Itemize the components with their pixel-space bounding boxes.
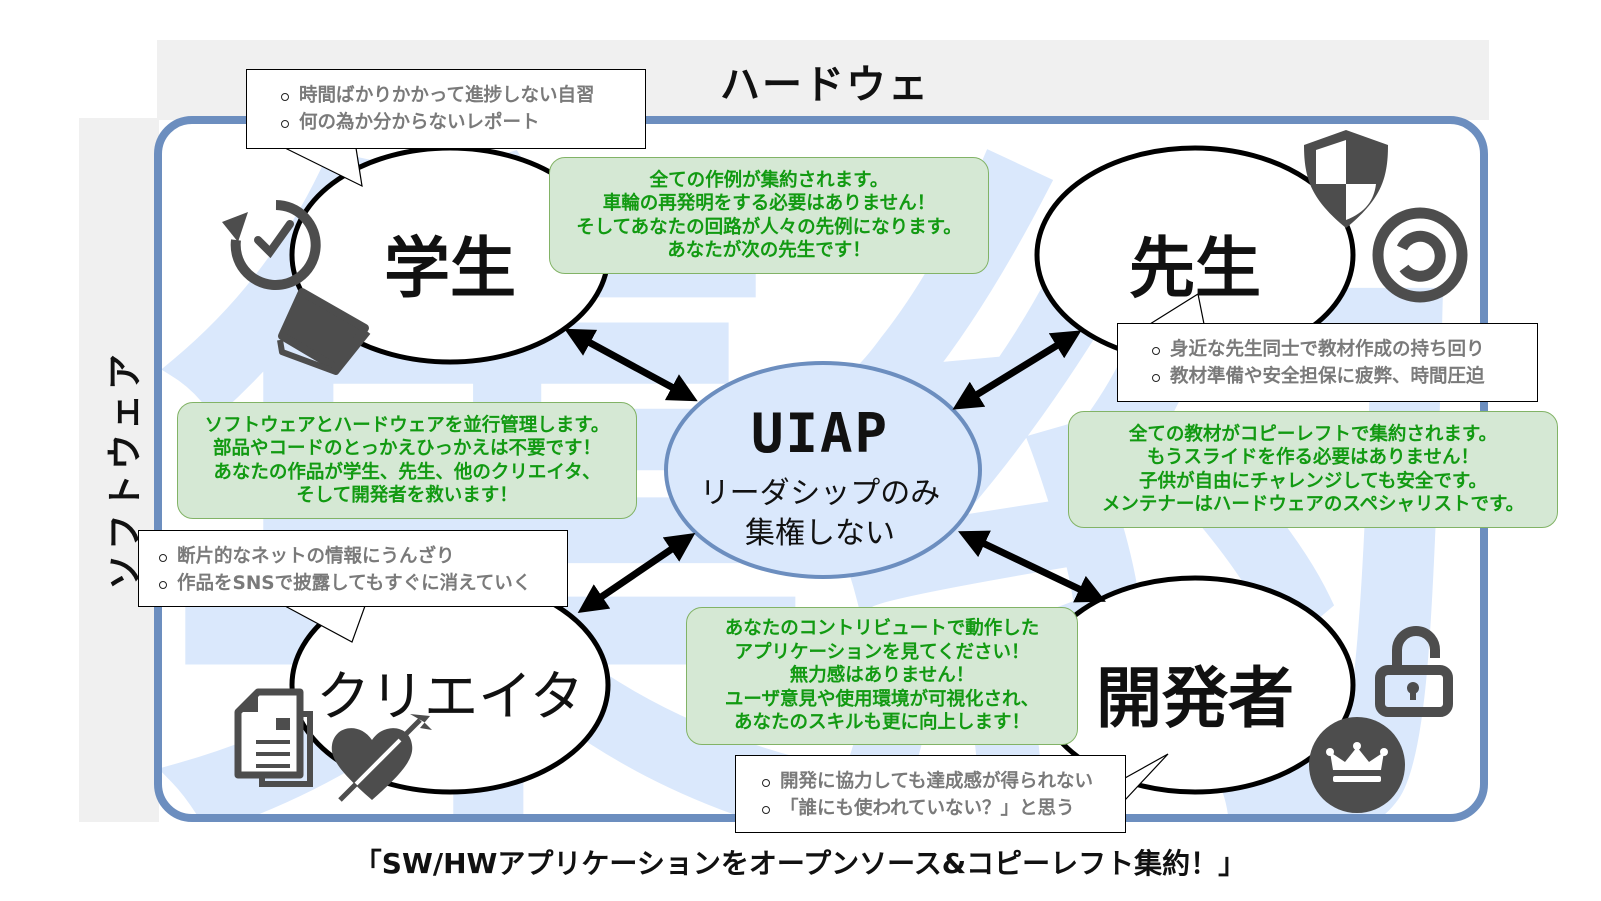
pain-item: 作品をSNSで披露してもすぐに消えていく xyxy=(155,570,567,597)
arrow-teacher-center xyxy=(952,330,1082,410)
role-label-developer: 開発者 xyxy=(1096,660,1294,737)
benefit-line: あなたの作品が学生、先生、他のクリエイタ、 xyxy=(213,461,601,483)
teacher-benefit-box: 全ての教材がコピーレフトで集約されます。 もうスライドを作る必要はありません！ … xyxy=(1068,411,1558,528)
software-axis-band xyxy=(79,118,159,822)
benefit-line: 部品やコードのとっかえひっかえは不要です！ xyxy=(213,438,601,459)
pain-item: 身近な先生同士で教材作成の持ち回り xyxy=(1148,336,1537,363)
student-pain-callout: 時間ばかりかかって進捗しない自習 何の為か分からないレポート xyxy=(246,69,646,149)
center-title: UIAP xyxy=(750,402,890,465)
center-subtitle-1: リーダシップのみ xyxy=(699,476,941,511)
pain-item: 何の為か分からないレポート xyxy=(277,109,645,136)
arrow-student-center xyxy=(564,328,698,402)
role-label-creator: クリエイタ xyxy=(316,665,584,728)
pain-item: 断片的なネットの情報にうんざり xyxy=(155,543,567,570)
benefit-line: あなたが次の先生です！ xyxy=(667,240,871,261)
arrow-creator-center xyxy=(577,533,696,613)
clock-refresh-icon xyxy=(222,200,321,290)
benefit-line: あなたのスキルも更に向上します！ xyxy=(733,712,1030,734)
center-subtitle-2: 集権しない xyxy=(745,516,895,551)
footer-slogan: 「SW/HWアプリケーションをオープンソース&コピーレフト集約！」 xyxy=(353,847,1247,880)
benefit-line: そしてあなたの回路が人々の先例になります。 xyxy=(576,216,962,238)
center-ellipse[interactable] xyxy=(664,361,982,579)
student-benefit-box: 全ての作例が集約されます。 車輪の再発明をする必要はありません！ そしてあなたの… xyxy=(549,157,989,274)
benefit-line: 全ての教材がコピーレフトで集約されます。 xyxy=(1128,423,1498,445)
benefit-line: あなたのコントリビュートで動作した xyxy=(724,618,1040,640)
pain-item: 「誰にも使われていない？」と思う xyxy=(758,795,1125,822)
creator-benefit-box: ソフトウェアとハードウェアを並行管理します。 部品やコードのとっかえひっかえは不… xyxy=(177,402,637,519)
benefit-line: 全ての作例が集約されます。 xyxy=(649,169,889,191)
documents-icon xyxy=(234,688,313,787)
benefit-line: 子供が自由にチャレンジしても安全です。 xyxy=(1139,470,1487,492)
shield-icon xyxy=(1304,130,1388,228)
benefit-line: メンテナーはハードウェアのスペシャリストです。 xyxy=(1101,494,1525,515)
benefit-line: ソフトウェアとハードウェアを並行管理します。 xyxy=(204,414,610,436)
benefit-line: そして開発者を救います！ xyxy=(296,485,518,506)
benefit-line: ユーザ意見や使用環境が可視化され、 xyxy=(724,688,1040,710)
pain-item: 開発に協力しても達成感が得られない xyxy=(758,768,1125,795)
heart-arrow-icon xyxy=(331,714,432,802)
role-label-student: 学生 xyxy=(384,230,516,307)
benefit-line: 車輪の再発明をする必要はありません！ xyxy=(602,193,936,214)
pain-item: 時間ばかりかかって進捗しない自習 xyxy=(277,82,645,109)
unlock-icon xyxy=(1375,626,1453,717)
book-icon xyxy=(277,288,371,375)
copyleft-icon xyxy=(1372,207,1468,303)
developer-pain-callout: 開発に協力しても達成感が得られない 「誰にも使われていない？」と思う xyxy=(735,755,1126,833)
creator-pain-callout: 断片的なネットの情報にうんざり 作品をSNSで披露してもすぐに消えていく xyxy=(138,530,568,607)
role-label-teacher: 先生 xyxy=(1129,230,1261,307)
benefit-line: もうスライドを作る必要はありません！ xyxy=(1147,447,1479,468)
benefit-line: 無力感はありません！ xyxy=(789,665,975,687)
pain-item: 教材準備や安全担保に疲弊、時間圧迫 xyxy=(1148,363,1537,390)
teacher-pain-callout: 身近な先生同士で教材作成の持ち回り 教材準備や安全担保に疲弊、時間圧迫 xyxy=(1117,323,1538,402)
developer-benefit-box: あなたのコントリビュートで動作した アプリケーションを見てください！ 無力感はあ… xyxy=(686,607,1078,745)
crown-icon xyxy=(1309,717,1405,813)
benefit-line: アプリケーションを見てください！ xyxy=(734,641,1030,663)
arrow-developer-center xyxy=(958,530,1106,603)
